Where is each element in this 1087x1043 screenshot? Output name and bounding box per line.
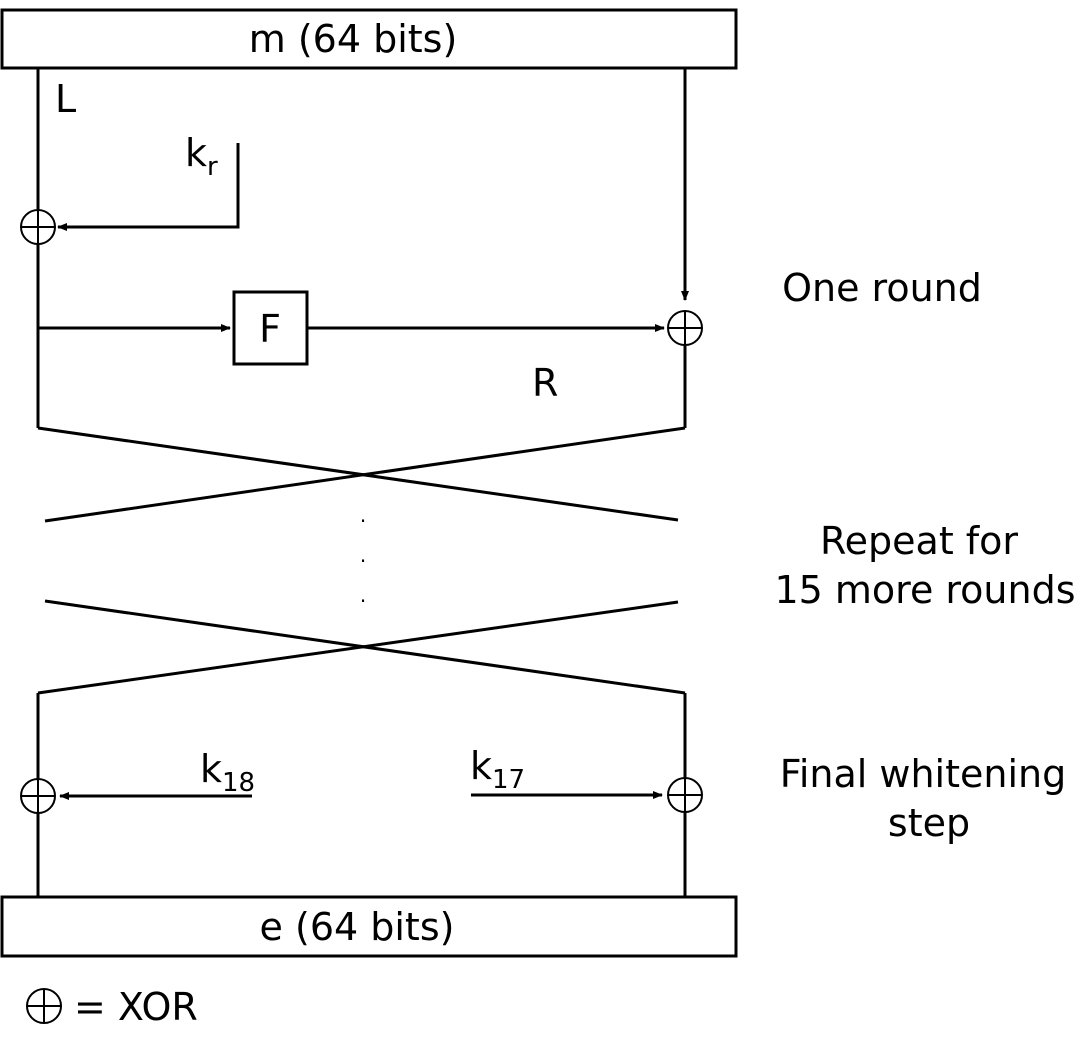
annotation-one-round: One round [782,266,982,310]
feistel-xor-icon [667,310,703,346]
f-function-box [232,290,309,366]
swap-line-2b [37,600,679,695]
right-half-label: R [532,361,558,405]
input-block-label: m (64 bits) [249,17,458,61]
legend-xor-icon [26,988,62,1024]
whitening-key-left-label: k18 [200,747,255,798]
whitening-right-xor-icon [667,777,703,813]
f-function-label: F [259,307,281,351]
whitening-left-xor-icon [20,778,56,814]
annotation-repeat-line2: 15 more rounds [774,568,1075,612]
round-key-arrow [57,143,240,231]
annotation-final-line2: step [888,801,970,845]
continuation-dot-2: . [360,543,366,567]
swap-line-1b [44,426,686,523]
whitening-key-right-label: k17 [470,744,525,795]
continuation-dot-1: . [360,503,366,527]
annotation-repeat-line1: Repeat for [820,519,1018,563]
legend-text: = XOR [74,985,198,1029]
output-block-label: e (64 bits) [260,905,455,949]
annotation-final-line1: Final whitening [780,752,1067,796]
left-half-label: L [55,77,76,121]
round-xor-icon [20,209,56,245]
continuation-dot-3: . [360,583,366,607]
round-key-label: kr [185,131,218,182]
input-block [0,8,738,70]
output-block [0,895,738,958]
swap-line-1a [37,426,679,522]
